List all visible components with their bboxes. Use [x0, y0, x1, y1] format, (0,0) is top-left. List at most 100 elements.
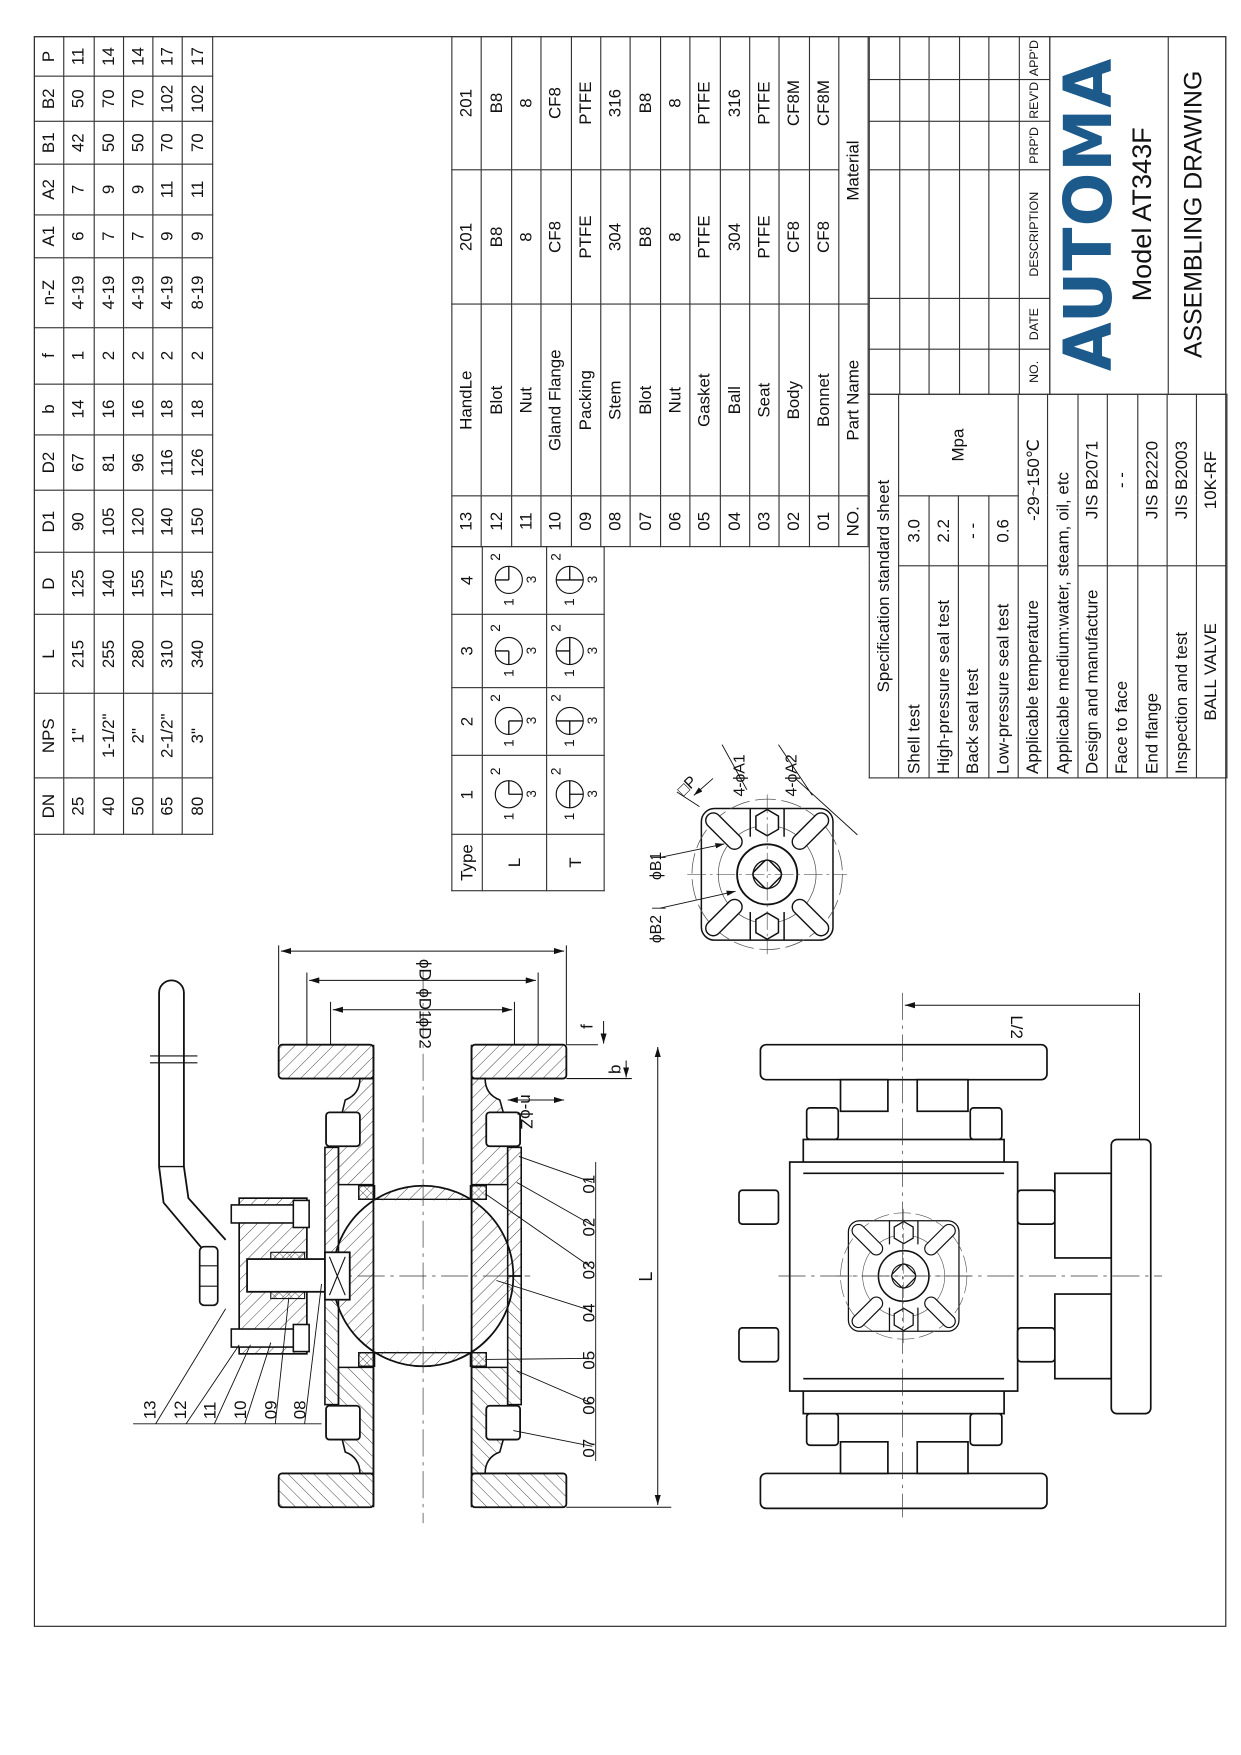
- part-number: 11: [511, 495, 542, 547]
- table-cell: 310: [153, 614, 183, 694]
- revision-cell: [899, 79, 930, 122]
- part-material: PTFE: [570, 169, 601, 305]
- spec-label: Back seal test: [958, 565, 989, 778]
- part-material: 8: [511, 169, 542, 305]
- part-callout: 07: [580, 1439, 599, 1458]
- table-cell: 50: [123, 121, 154, 165]
- table-cell: 50: [123, 777, 154, 835]
- column-header: A2: [34, 164, 65, 215]
- revision-cell: [929, 36, 960, 80]
- part-material-alt: B8: [630, 36, 661, 170]
- table-cell: 140: [93, 552, 124, 615]
- part-callout: 06: [580, 1396, 599, 1415]
- table-cell: 14: [64, 383, 94, 435]
- table-cell: 185: [182, 552, 213, 615]
- table-cell: 105: [93, 490, 124, 553]
- table-cell: 18: [182, 383, 213, 435]
- column-header: f: [34, 327, 65, 384]
- dimension-b: b: [606, 1065, 625, 1074]
- dimension-phi-d: ϕD: [416, 959, 435, 981]
- table-cell: 1": [64, 693, 94, 778]
- table-cell: 2: [93, 327, 124, 384]
- revision-header: APP'D: [1019, 36, 1050, 80]
- table-cell: 4-19: [153, 257, 183, 328]
- table-cell: 17: [182, 36, 213, 77]
- revision-cell: [989, 36, 1020, 80]
- table-cell: 7: [123, 214, 154, 258]
- part-number: 06: [660, 495, 691, 547]
- table-cell: 120: [123, 490, 154, 553]
- part-number: 08: [600, 495, 631, 547]
- port-number: 2: [488, 624, 503, 632]
- table-cell: 255: [93, 614, 124, 694]
- revision-cell: [929, 121, 960, 170]
- revision-header: DESCRIPTION: [1019, 169, 1050, 299]
- product-name: BALL VALVE: [1196, 565, 1227, 778]
- part-name: Blot: [630, 304, 661, 496]
- table-cell: 102: [182, 76, 213, 122]
- column-header: Type: [451, 834, 483, 891]
- port-number: 2: [488, 768, 503, 776]
- port-number: 1: [562, 740, 577, 748]
- revision-cell: [869, 79, 900, 122]
- column-header: 2: [451, 687, 483, 756]
- table-cell: 70: [153, 121, 183, 165]
- revision-header: REV'D: [1019, 79, 1050, 122]
- revision-cell: [899, 349, 930, 395]
- port-number: 3: [524, 647, 538, 655]
- port-number: 1: [501, 740, 516, 748]
- revision-cell: [869, 36, 900, 80]
- dimension-phi-b2: ϕB2: [648, 915, 665, 943]
- part-material-alt: PTFE: [749, 36, 780, 170]
- part-material-alt: CF8M: [809, 36, 839, 170]
- type-label: L: [482, 834, 547, 891]
- revision-cell: [869, 169, 900, 299]
- table-cell: 2-1/2": [153, 693, 183, 778]
- part-callout: 13: [141, 1400, 160, 1419]
- spec-value: - -: [958, 495, 989, 566]
- part-number: 03: [749, 495, 780, 547]
- table-cell: 90: [64, 490, 94, 553]
- flow-port-icon: 123: [488, 554, 539, 607]
- revision-row: [869, 36, 900, 395]
- part-material: 304: [600, 169, 631, 305]
- port-number: 3: [585, 647, 599, 655]
- port-number: 2: [549, 695, 564, 703]
- part-name: Packing: [570, 304, 601, 496]
- column-header: n-Z: [34, 257, 65, 328]
- spec-value: JIS B2071: [1077, 394, 1108, 566]
- table-cell: 1: [64, 327, 94, 384]
- revision-cell: [899, 121, 930, 170]
- spec-label: End flange: [1137, 565, 1168, 778]
- title-divider: [1167, 37, 1169, 394]
- flow-port-icon: 123: [488, 624, 539, 677]
- spec-unit: Mpa: [899, 394, 1019, 496]
- part-material: CF8: [809, 169, 839, 305]
- revision-cell: [869, 349, 900, 395]
- table-cell: 102: [153, 76, 183, 122]
- part-name: HandLe: [451, 304, 482, 496]
- column-header-part-name: Part Name: [838, 304, 869, 496]
- table-cell: 215: [64, 614, 94, 694]
- spec-title: Specification standard sheet: [869, 394, 900, 778]
- part-number: 02: [779, 495, 810, 547]
- port-number: 3: [524, 717, 538, 725]
- revision-cell: [869, 298, 900, 350]
- table-cell: 7: [64, 164, 94, 215]
- revision-header: PRP'D: [1019, 121, 1050, 170]
- revision-cell: [869, 121, 900, 170]
